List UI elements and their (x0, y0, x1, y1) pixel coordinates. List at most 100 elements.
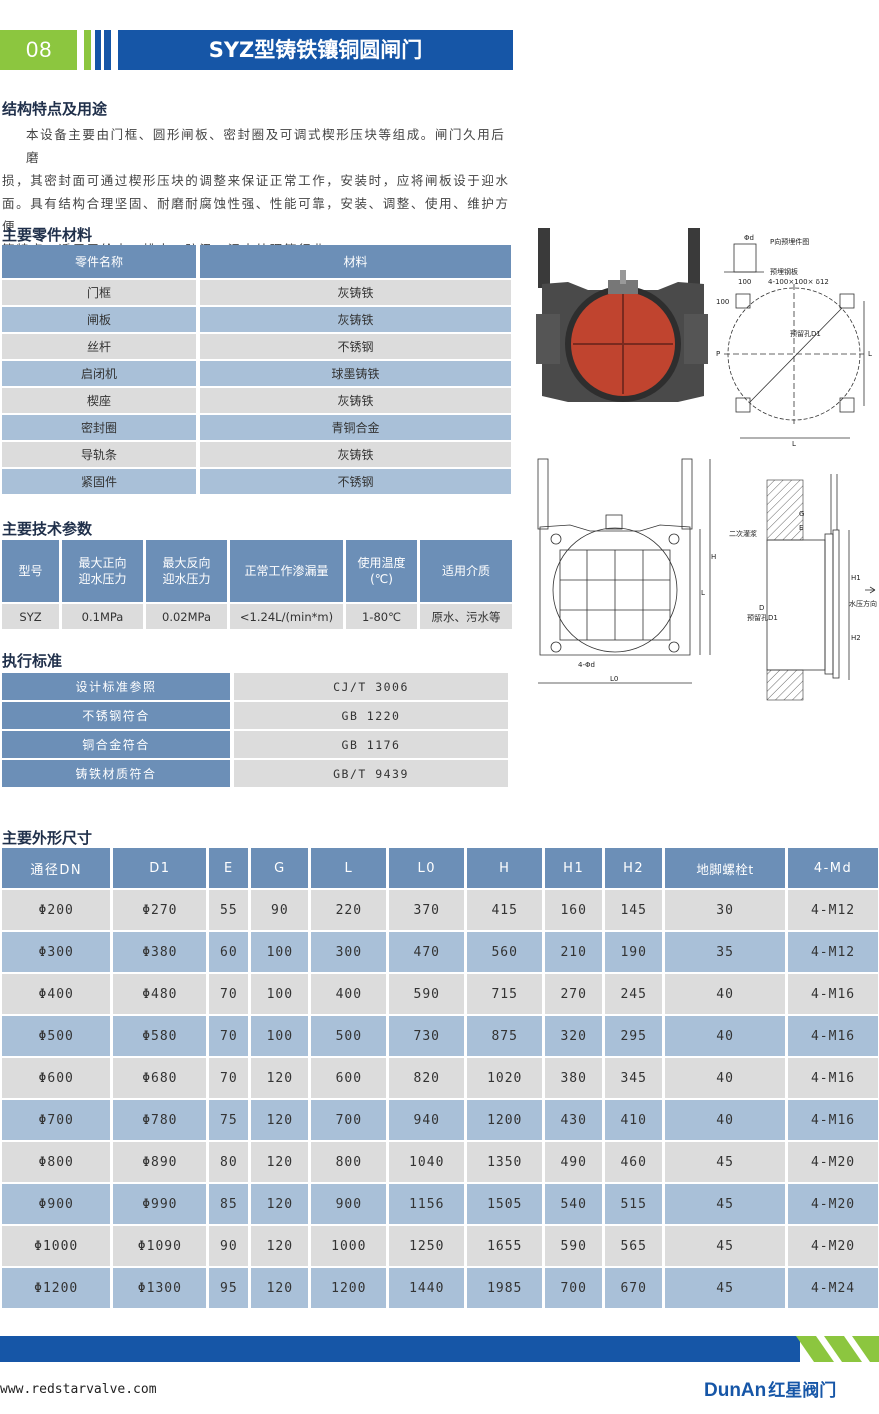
dimension-cell: Φ480 (113, 972, 210, 1014)
side-label-g: G (799, 510, 804, 518)
dimension-cell: 715 (467, 972, 546, 1014)
dimension-cell: Φ900 (2, 1182, 114, 1224)
dimension-cell: 70 (209, 1014, 252, 1056)
table-row: 紧固件不锈钢 (2, 469, 511, 496)
table-row: 导轨条灰铸铁 (2, 442, 511, 469)
footer-stripes (796, 1336, 879, 1362)
dimension-cell: 100 (251, 930, 312, 972)
dimension-cell: 100 (251, 972, 312, 1014)
part-name: 导轨条 (2, 442, 200, 469)
header-stripe-blue (95, 30, 101, 70)
plan-label-l2: L (868, 350, 872, 358)
param-value: 1-80℃ (346, 602, 420, 629)
part-name: 启闭机 (2, 361, 200, 388)
dimension-cell: Φ380 (113, 930, 210, 972)
dimension-cell: Φ780 (113, 1098, 210, 1140)
dimension-cell: Φ990 (113, 1182, 210, 1224)
dimension-cell: 30 (665, 888, 789, 930)
dimension-cell: 560 (467, 930, 546, 972)
column-header: D1 (113, 848, 210, 888)
dimension-cell: 35 (665, 930, 789, 972)
materials-table: 零件名称 材料 门框灰铸铁 闸板灰铸铁 丝杆不锈钢 启闭机球墨铸铁 楔座灰铸铁 … (2, 245, 511, 496)
dimension-cell: 800 (311, 1140, 390, 1182)
dimension-cell: 1156 (389, 1182, 468, 1224)
part-material: 灰铸铁 (200, 388, 511, 415)
standards-heading: 执行标准 (2, 652, 63, 670)
dimension-cell: Φ680 (113, 1056, 210, 1098)
dimensions-table: 通径DN D1 E G L L0 H H1 H2 地脚螺栓t 4-Md Φ200… (2, 848, 878, 1308)
dimension-cell: Φ500 (2, 1014, 114, 1056)
header-stripe-blue-2 (104, 30, 111, 70)
dimension-cell: 1250 (389, 1224, 468, 1266)
part-name: 楔座 (2, 388, 200, 415)
dimension-cell: 670 (605, 1266, 666, 1308)
column-header: H1 (545, 848, 606, 888)
side-label-hole: 预留孔D1 (747, 613, 778, 622)
dimension-cell: 4-M12 (788, 930, 878, 972)
dimension-cell: 80 (209, 1140, 252, 1182)
standard-code: GB 1176 (234, 731, 508, 760)
dimension-cell: 1040 (389, 1140, 468, 1182)
dimension-cell: 940 (389, 1098, 468, 1140)
column-header: L (311, 848, 390, 888)
dimension-cell: 600 (311, 1056, 390, 1098)
dimension-cell: 500 (311, 1014, 390, 1056)
dimension-cell: 120 (251, 1140, 312, 1182)
params-table: 型号 最大正向 迎水压力 最大反向 迎水压力 正常工作渗漏量 使用温度 (℃) … (2, 540, 512, 629)
dimension-cell: 210 (545, 930, 606, 972)
part-name: 门框 (2, 280, 200, 307)
dimension-cell: 1200 (467, 1098, 546, 1140)
dimension-cell: Φ1200 (2, 1266, 114, 1308)
dimension-cell: Φ270 (113, 888, 210, 930)
dimension-cell: 70 (209, 1056, 252, 1098)
plan-plate-label: 预埋钢板 (770, 267, 798, 276)
dimension-cell: 45 (665, 1140, 789, 1182)
dimension-cell: 1350 (467, 1140, 546, 1182)
dimension-cell: 145 (605, 888, 666, 930)
side-label-e: E (799, 524, 803, 532)
dimension-cell: 40 (665, 1014, 789, 1056)
dimension-cell: 45 (665, 1224, 789, 1266)
table-row: 密封圈青铜合金 (2, 415, 511, 442)
column-header: 材料 (200, 245, 511, 280)
dimension-cell: 700 (545, 1266, 606, 1308)
dimension-cell: Φ200 (2, 888, 114, 930)
dimension-cell: Φ890 (113, 1140, 210, 1182)
dimension-cell: 1505 (467, 1182, 546, 1224)
dimension-cell: 460 (605, 1140, 666, 1182)
dimension-cell: 4-M16 (788, 1056, 878, 1098)
dimension-cell: 160 (545, 888, 606, 930)
dimension-cell: 875 (467, 1014, 546, 1056)
dimension-cell: 370 (389, 888, 468, 930)
side-label-grout: 二次灌浆 (729, 529, 757, 538)
logo-chinese: 红星阀门 (768, 1381, 837, 1401)
column-header: 地脚螺栓t (665, 848, 789, 888)
table-row: 丝杆不锈钢 (2, 334, 511, 361)
side-label-h1: H1 (851, 574, 861, 582)
dimension-cell: 120 (251, 1098, 312, 1140)
column-header: 零件名称 (2, 245, 200, 280)
standard-label: 铜合金符合 (2, 731, 234, 760)
standard-code: GB 1220 (234, 702, 508, 731)
dimension-cell: 4-M24 (788, 1266, 878, 1308)
dimension-cell: 4-M16 (788, 1098, 878, 1140)
website-url[interactable]: www.redstarvalve.com (0, 1382, 157, 1397)
dimension-cell: 190 (605, 930, 666, 972)
dimension-cell: 590 (545, 1224, 606, 1266)
dimension-cell: Φ700 (2, 1098, 114, 1140)
dimension-cell: 120 (251, 1182, 312, 1224)
dimension-cell: 4-M20 (788, 1140, 878, 1182)
dimension-cell: 40 (665, 1098, 789, 1140)
features-heading: 结构特点及用途 (2, 100, 108, 118)
table-row: 启闭机球墨铸铁 (2, 361, 511, 388)
dimension-cell: 1985 (467, 1266, 546, 1308)
